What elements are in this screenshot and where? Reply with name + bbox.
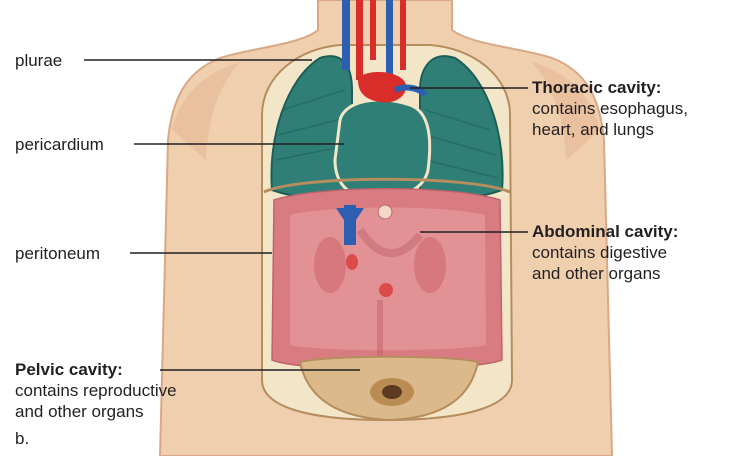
- label-plurae: plurae: [15, 50, 62, 71]
- thoracic-cavity-line1: contains esophagus,: [532, 98, 688, 119]
- label-peritoneum: peritoneum: [15, 243, 100, 264]
- label-pericardium: pericardium: [15, 134, 104, 155]
- pelvic-cavity-line2: and other organs: [15, 401, 144, 422]
- renal-vessel-right: [379, 283, 393, 297]
- thoracic-cavity-line2: heart, and lungs: [532, 119, 654, 140]
- pelvic-opening: [382, 385, 402, 399]
- renal-vessel-left: [346, 254, 358, 270]
- thoracic-cavity-title: Thoracic cavity:: [532, 77, 661, 98]
- right-kidney: [414, 237, 446, 293]
- pelvic-cavity-line1: contains reproductive: [15, 380, 177, 401]
- panel-label: b.: [15, 428, 29, 449]
- left-kidney: [314, 237, 346, 293]
- abdominal-cavity-title: Abdominal cavity:: [532, 221, 678, 242]
- esophagus-cut: [378, 205, 392, 219]
- pericardium-sac: [335, 100, 430, 198]
- abdominal-cavity-line2: and other organs: [532, 263, 661, 284]
- pelvic-cavity-title: Pelvic cavity:: [15, 359, 123, 380]
- abdominal-cavity-line1: contains digestive: [532, 242, 667, 263]
